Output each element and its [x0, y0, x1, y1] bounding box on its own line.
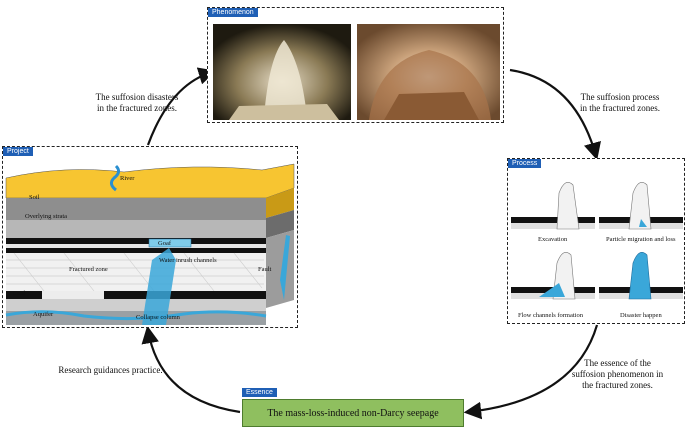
process-cell-particle — [599, 182, 683, 230]
process-label-excavation: Excavation — [538, 236, 568, 243]
process-tag: Process — [508, 159, 542, 168]
arrow-project-to-phenomenon — [146, 67, 217, 146]
essence-box: The mass-loss-induced non-Darcy seepage — [242, 399, 464, 427]
label-aquifer: Aquifer — [33, 311, 54, 318]
caption-bottom-left: Research guidances practice. — [58, 365, 163, 375]
project-illustration — [5, 163, 295, 325]
phenomenon-tag: Phenomenon — [208, 8, 258, 17]
label-fractured: Fractured zone — [69, 266, 108, 273]
label-river: River — [120, 175, 135, 182]
caption-top-right: The suffosion process in the fractured z… — [580, 92, 660, 113]
process-illustrations — [511, 182, 683, 300]
caption-top-left: The suffosion disasters in the fractured… — [95, 92, 179, 113]
project-panel: Project River Soil Overlying stra — [2, 146, 298, 328]
essence-tag: Essence — [242, 388, 277, 397]
label-soil: Soil — [29, 194, 40, 201]
process-label-particle: Particle migration and loss — [606, 236, 676, 243]
process-cell-excavation — [511, 182, 595, 230]
arrow-phenomenon-to-process — [509, 68, 601, 161]
label-overlying: Overlying strata — [25, 213, 68, 220]
arrow-process-to-essence — [463, 324, 599, 420]
project-tag: Project — [3, 147, 33, 156]
label-coal: Coal — [13, 290, 26, 297]
process-panel: Process Excavation Particle migr — [507, 158, 685, 324]
phenomenon-panel: Phenomenon — [207, 7, 504, 123]
label-collapse: Collapse column — [136, 314, 180, 321]
process-cell-disaster — [599, 252, 683, 300]
phenomenon-photos — [213, 24, 500, 120]
essence-text: The mass-loss-induced non-Darcy seepage — [267, 407, 439, 419]
label-fault: Fault — [258, 266, 272, 273]
arrow-essence-to-project — [141, 325, 241, 414]
process-cell-channels — [511, 252, 595, 300]
caption-bottom-right: The essence of the suffosion phenomenon … — [571, 358, 664, 390]
label-water-inrush: Water inrush channels — [159, 257, 217, 264]
label-goaf: Goaf — [158, 240, 171, 247]
process-label-disaster: Disaster happen — [620, 312, 662, 319]
process-label-channels: Flow channels formation — [518, 312, 583, 319]
